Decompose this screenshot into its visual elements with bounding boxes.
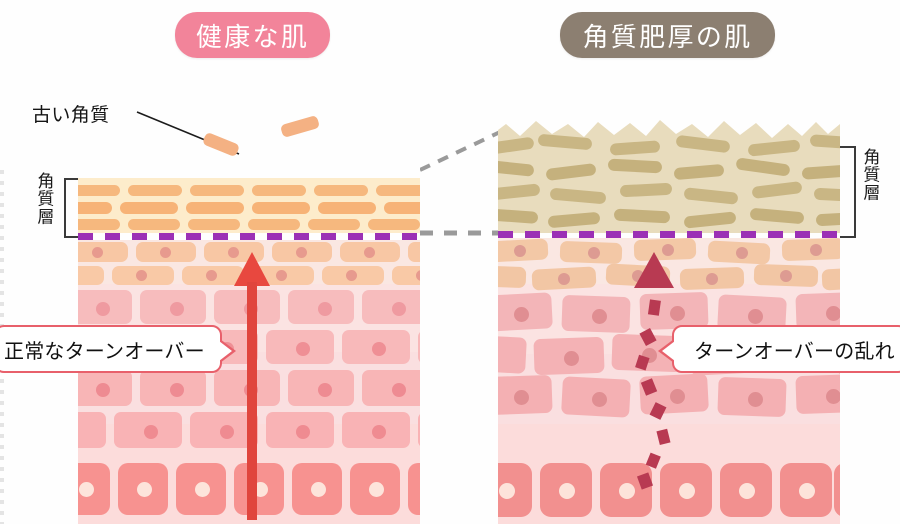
corneum-bracket-left <box>64 178 80 238</box>
callout-normal-turnover-label: 正常なターンオーバー <box>4 340 205 363</box>
corneum-layer-thickened <box>498 118 840 233</box>
disordered-turnover-arrow <box>634 252 674 490</box>
old-keratin-label: 古い角質 <box>32 105 110 126</box>
corneum-layer-healthy <box>78 178 420 233</box>
panel-title-healthy-label: 健康な肌 <box>195 21 310 52</box>
corneum-boundary-thickened <box>498 231 840 238</box>
panel-title-thickened: 角質肥厚の肌 <box>560 12 775 58</box>
callout-disordered-turnover: ターンオーバーの乱れ <box>658 325 900 373</box>
irregular-surface-edge <box>498 118 840 138</box>
panel-title-healthy: 健康な肌 <box>175 12 330 58</box>
corneum-label-left: 角質層 <box>34 172 54 226</box>
connector-diagonal <box>420 130 501 172</box>
panel-title-thickened-label: 角質肥厚の肌 <box>582 21 753 52</box>
callout-tail-left-inner <box>662 341 675 361</box>
callout-tail-right-inner <box>219 341 232 361</box>
connector-horizontal <box>420 230 502 236</box>
corneum-bracket-right <box>840 146 856 238</box>
normal-turnover-arrow <box>234 252 270 520</box>
corneum-label-right: 角質層 <box>860 148 880 202</box>
callout-normal-turnover: 正常なターンオーバー <box>0 325 236 373</box>
callout-disordered-turnover-label: ターンオーバーの乱れ <box>694 340 895 363</box>
floating-keratin-flake <box>279 115 321 138</box>
corneum-boundary-healthy <box>78 233 420 240</box>
